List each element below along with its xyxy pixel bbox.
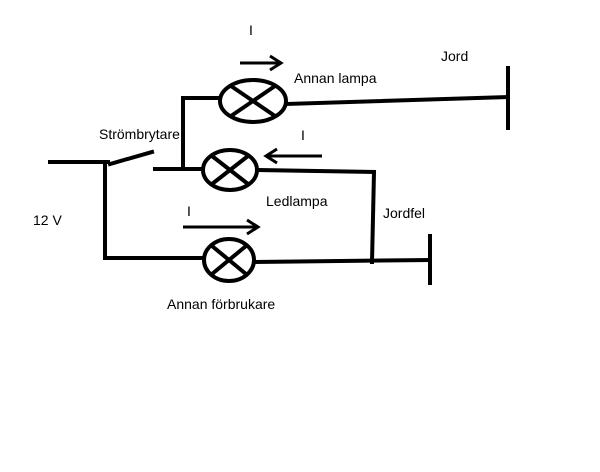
ledlampa-symbol [201, 148, 259, 192]
bottom-lamp-wire [251, 257, 433, 265]
current-arrow-bottom [183, 218, 261, 236]
current-arrow-middle [263, 147, 322, 165]
switch-blade [107, 149, 155, 167]
top-ground-wire [284, 94, 511, 107]
current-label-bottom: I [187, 203, 191, 219]
middle-lamp-wire [255, 167, 377, 175]
jordfel-label: Jordfel [383, 205, 426, 221]
ledlampa-label: Ledlampa [266, 193, 328, 209]
jord-label: Jord [441, 48, 469, 64]
annan-forbrukare-label: Annan förbrukare [167, 296, 276, 312]
fault-riser-wire [369, 169, 377, 265]
strombrytare-label: Strömbrytare [99, 126, 180, 142]
voltage-label: 12 V [33, 212, 62, 228]
annan-forbrukare-symbol [202, 237, 256, 283]
current-label-top: I [249, 22, 253, 38]
current-arrow-top [240, 54, 284, 72]
annan-lampa-symbol [218, 78, 288, 124]
annan-lampa-label: Annan lampa [294, 70, 377, 86]
current-label-middle: I [301, 127, 305, 143]
